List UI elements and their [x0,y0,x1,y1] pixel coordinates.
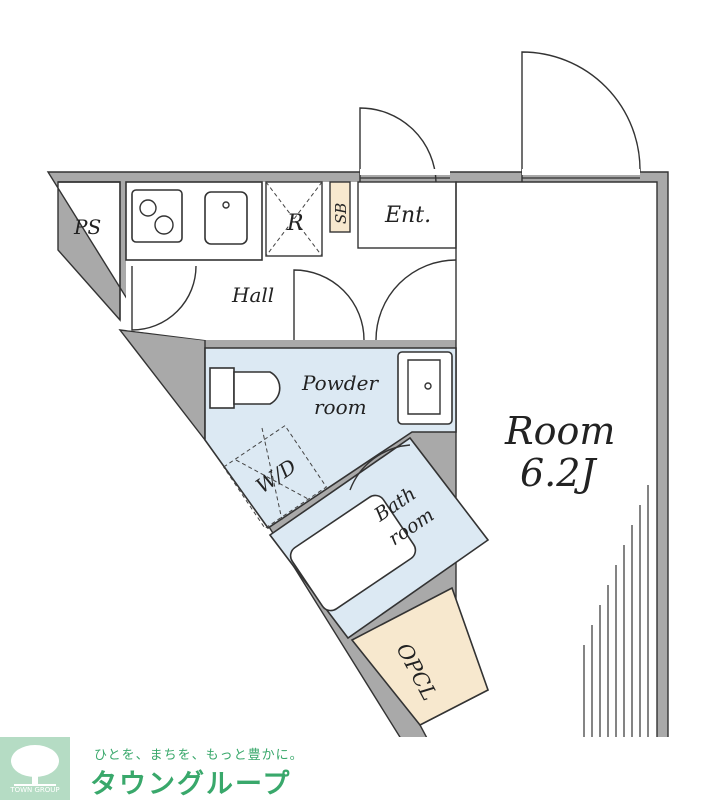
window-lines [583,485,649,737]
tree-icon [11,745,59,786]
label-main-room-1: Room [504,409,615,453]
company-logo [0,737,70,800]
toilet-bowl [233,371,281,405]
label-shoe-box: SB [332,203,350,224]
ps-wall [58,181,121,320]
floor-plan: PS R SB Ent. Hall Powder room W/D Bath r… [46,51,669,737]
sink-drain [222,201,230,209]
label-powder-room-1: Powder [301,371,379,395]
bathtub [289,494,417,612]
diagonal-wall-fill [118,329,206,443]
label-ps: PS [73,215,101,239]
toilet-tank [209,367,235,409]
burner-2 [154,215,174,235]
powder-door-swing [293,269,365,341]
basin-bowl [407,359,441,415]
company-tagline: ひとを、まちを、もっと豊かに。 [94,748,304,763]
entrance-area [357,181,457,249]
shoe-box [329,181,351,233]
label-refrigerator: R [286,211,304,236]
kitchen-storage-door [131,265,197,331]
entrance-door-swing [359,107,437,183]
label-hall: Hall [231,283,274,307]
label-main-room-2: 6.2J [520,451,597,495]
room-door-swing [375,259,457,341]
sink [204,191,248,245]
label-entrance: Ent. [384,203,431,228]
main-door-swing [521,51,641,182]
stove [131,189,183,243]
washer-space [222,424,328,530]
basin-drain [424,382,432,390]
logo-caption: TOWN GROUP [10,786,60,794]
bath-door [349,444,411,491]
fridge-space [265,181,323,257]
fridge-cross [265,181,323,257]
label-powder-room-2: room [314,395,367,419]
company-name: タウングループ [90,769,292,800]
closet [350,586,489,727]
burner-1 [139,199,157,217]
